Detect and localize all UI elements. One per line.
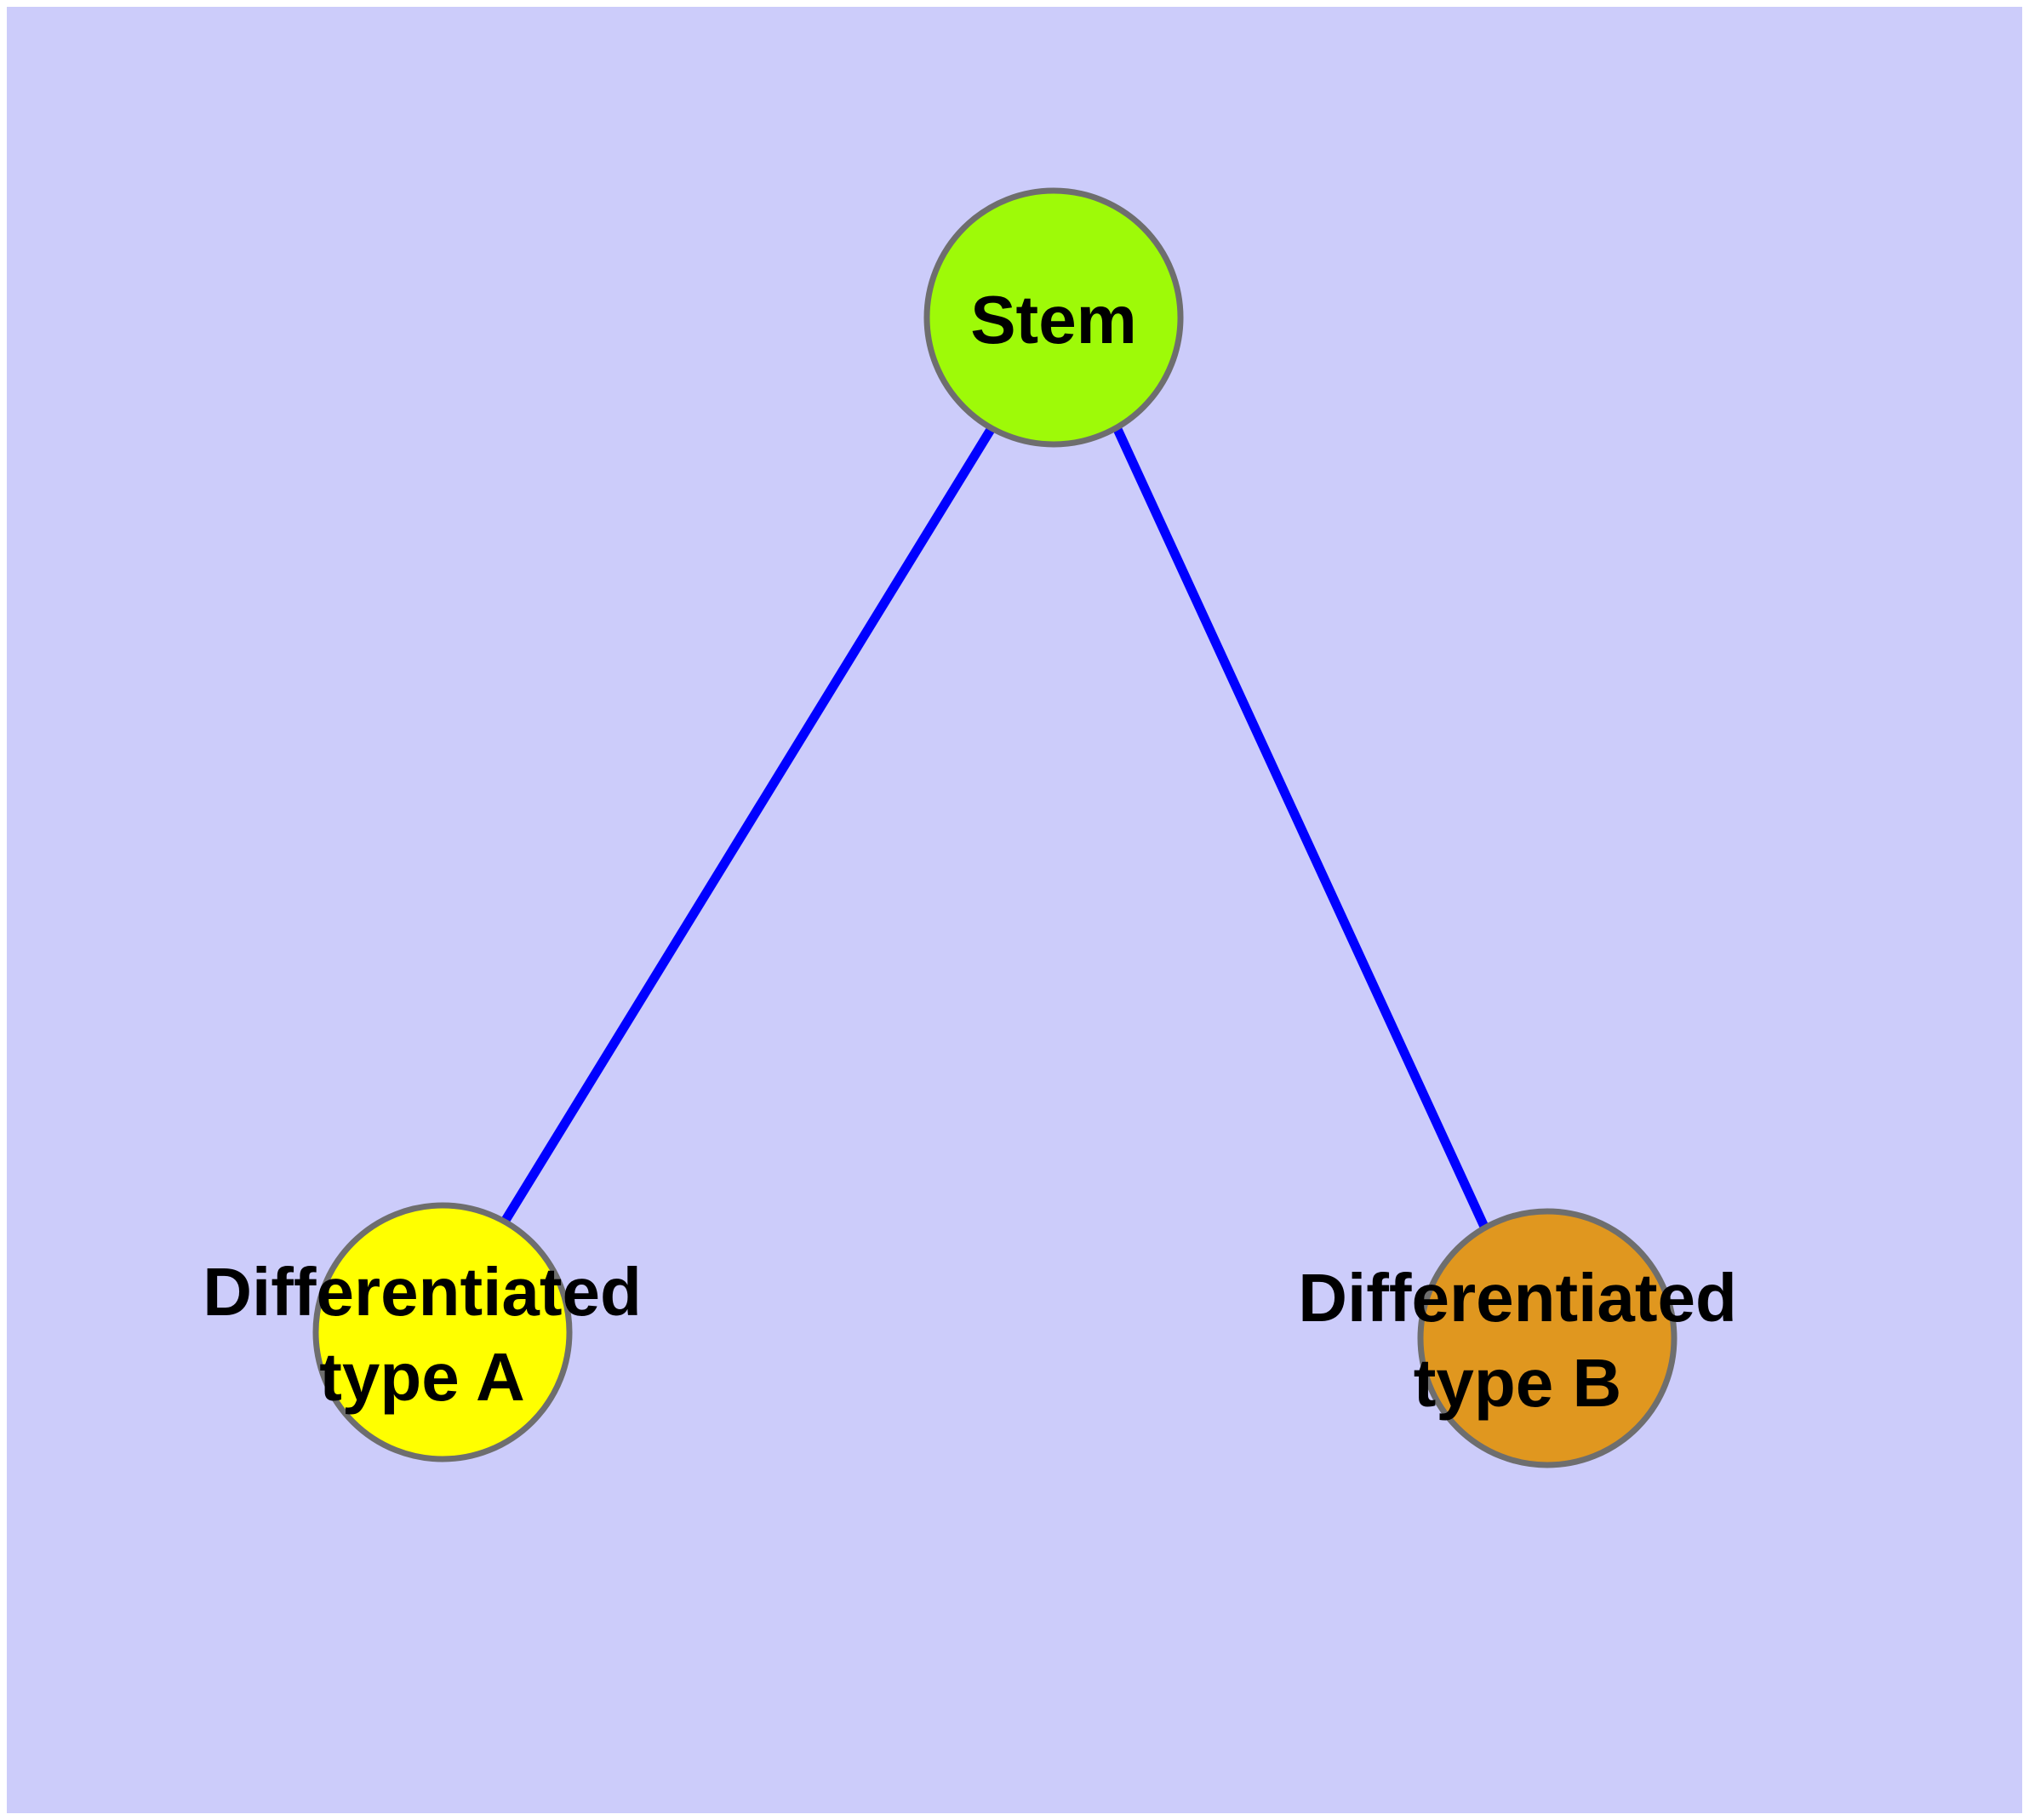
labels-layer: Stem Differentiated type A Differentiate… [203,282,1737,1421]
node-differentiated-type-a-label-line2: type A [319,1339,525,1415]
node-differentiated-type-a-label-line1: Differentiated [203,1254,642,1330]
node-differentiated-type-b-label-line1: Differentiated [1298,1260,1737,1336]
node-differentiated-type-b-label-line2: type B [1414,1345,1622,1421]
edge-stem-to-diff-a[interactable] [500,426,996,1224]
diagram-plot-area: Stem Differentiated type A Differentiate… [7,7,2022,1813]
node-differentiated-type-b[interactable] [1417,1208,1677,1468]
edge-stem-to-diff-b[interactable] [1112,425,1489,1229]
node-link-diagram: Stem Differentiated type A Differentiate… [203,187,1737,1468]
node-stem-label-line1: Stem [970,282,1137,358]
node-differentiated-type-a[interactable] [312,1202,573,1462]
nodes-layer [312,187,1677,1468]
node-stem[interactable] [923,187,1184,448]
edges-layer [500,425,1489,1229]
